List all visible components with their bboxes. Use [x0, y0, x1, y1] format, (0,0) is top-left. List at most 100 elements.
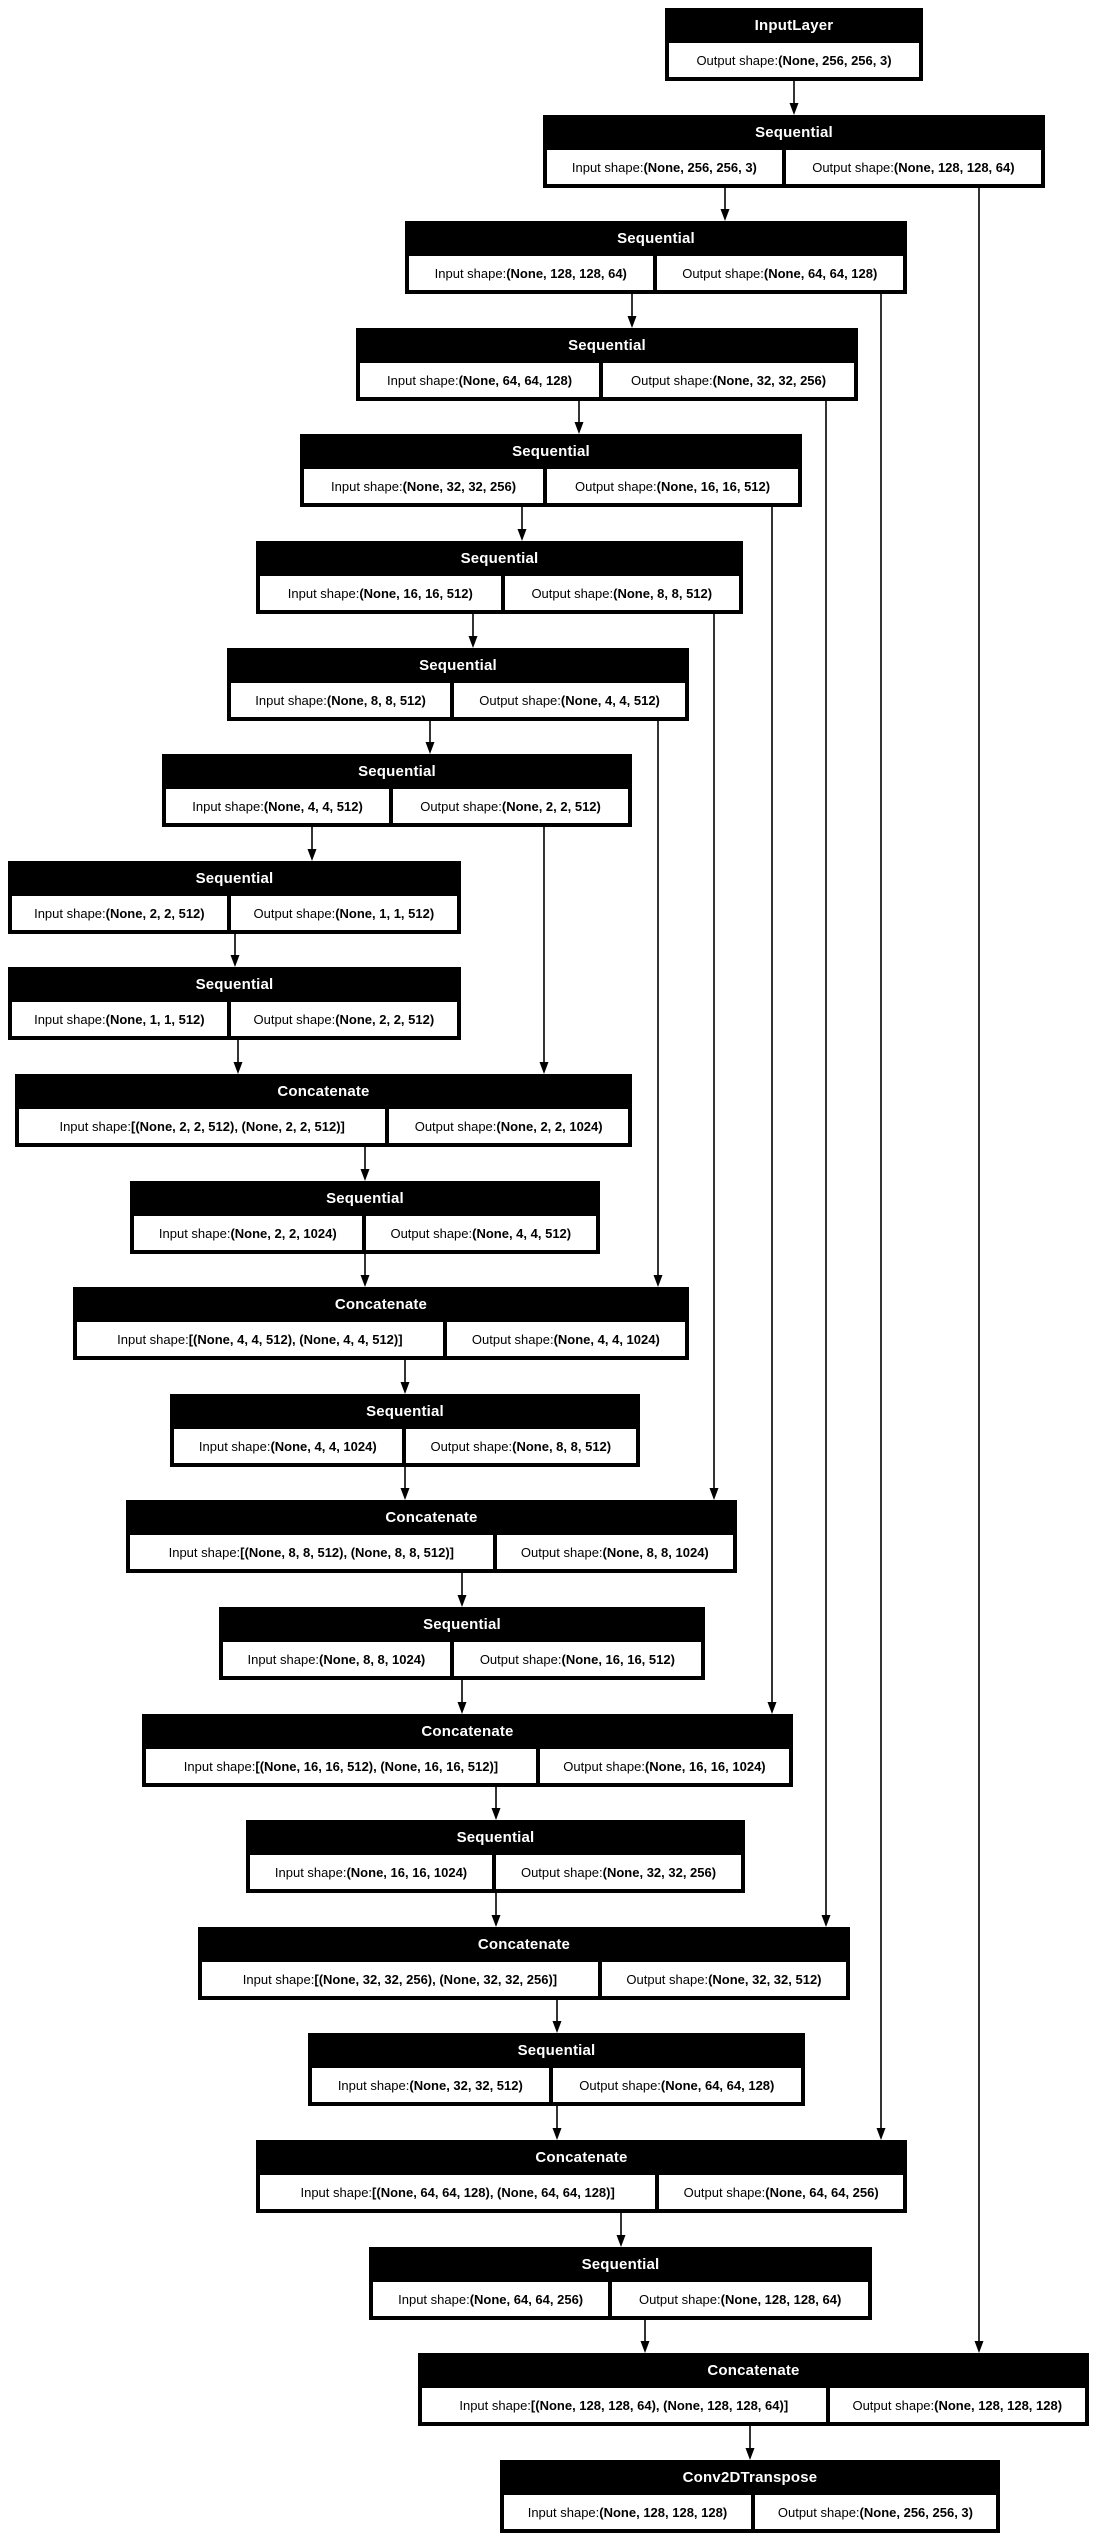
- layer-node-concatenate-16: Concatenate Input shape: [(None, 16, 16,…: [142, 1714, 793, 1787]
- shape-row: Input shape: (None, 64, 64, 128) Output …: [356, 363, 858, 401]
- output-shape-prefix: Output shape:: [520, 1864, 603, 1880]
- input-shape-value: (None, 4, 4, 1024): [270, 1438, 377, 1454]
- input-shape-value: (None, 16, 16, 1024): [346, 1864, 468, 1880]
- shape-row: Input shape: (None, 4, 4, 512) Output sh…: [162, 789, 632, 827]
- edge-arrowhead: [552, 2128, 562, 2140]
- output-shape-value: (None, 8, 8, 512): [512, 1438, 612, 1454]
- input-shape-prefix: Input shape:: [398, 2291, 470, 2307]
- input-shape-prefix: Input shape:: [168, 1544, 241, 1560]
- input-shape-prefix: Input shape:: [183, 1758, 256, 1774]
- shape-row: Input shape: [(None, 8, 8, 512), (None, …: [126, 1535, 737, 1573]
- layer-node-sequential-13: Sequential Input shape: (None, 4, 4, 102…: [170, 1394, 640, 1467]
- layer-type-label: Concatenate: [707, 2362, 800, 2379]
- edge-arrowhead: [491, 1808, 501, 1820]
- layer-node-sequential-21: Sequential Input shape: (None, 64, 64, 2…: [369, 2247, 872, 2320]
- output-shape-cell: Output shape: (None, 8, 8, 1024): [496, 1535, 733, 1569]
- input-shape-cell: Input shape: [(None, 8, 8, 512), (None, …: [130, 1535, 493, 1569]
- output-shape-value: (None, 8, 8, 512): [613, 585, 713, 601]
- edge-arrowhead: [627, 316, 637, 328]
- edge-arrowhead: [539, 1062, 549, 1074]
- layer-node-sequential-5: Sequential Input shape: (None, 16, 16, 5…: [256, 541, 743, 614]
- layer-type-label: Sequential: [568, 337, 646, 354]
- input-shape-value: (None, 8, 8, 1024): [319, 1651, 426, 1667]
- output-shape-prefix: Output shape:: [852, 2397, 935, 2413]
- output-shape-prefix: Output shape:: [479, 692, 561, 708]
- edge-arrowhead: [767, 1702, 777, 1714]
- layer-node-sequential-8: Sequential Input shape: (None, 2, 2, 512…: [8, 861, 461, 934]
- shape-row: Input shape: (None, 8, 8, 512) Output sh…: [227, 683, 689, 721]
- edge-arrowhead: [491, 1915, 501, 1927]
- input-shape-cell: Input shape: (None, 4, 4, 1024): [174, 1429, 402, 1463]
- input-shape-cell: Input shape: [(None, 4, 4, 512), (None, …: [77, 1322, 443, 1356]
- layer-type-label: Sequential: [366, 1403, 444, 1420]
- output-shape-prefix: Output shape:: [777, 2504, 860, 2520]
- shape-row: Input shape: [(None, 32, 32, 256), (None…: [198, 1962, 850, 2000]
- output-shape-value: (None, 2, 2, 512): [501, 798, 601, 814]
- layer-type-label: Concatenate: [421, 1723, 514, 1740]
- input-shape-cell: Input shape: [(None, 64, 64, 128), (None…: [260, 2175, 656, 2209]
- input-shape-value: [(None, 16, 16, 512), (None, 16, 16, 512…: [255, 1758, 499, 1774]
- edge-arrowhead: [616, 2235, 626, 2247]
- layer-type-label: Conv2DTranspose: [682, 2469, 818, 2486]
- input-shape-value: (None, 32, 32, 256): [402, 478, 517, 494]
- input-shape-value: [(None, 2, 2, 512), (None, 2, 2, 512)]: [131, 1118, 345, 1134]
- output-shape-cell: Output shape: (None, 8, 8, 512): [504, 576, 739, 610]
- output-shape-prefix: Output shape:: [682, 265, 764, 281]
- layer-node-sequential-17: Sequential Input shape: (None, 16, 16, 1…: [246, 1820, 745, 1893]
- layer-node-inputlayer-0: InputLayer Output shape: (None, 256, 256…: [665, 8, 923, 81]
- edge-arrowhead: [709, 1488, 719, 1500]
- shape-row: Input shape: (None, 2, 2, 512) Output sh…: [8, 896, 461, 934]
- layer-node-sequential-15: Sequential Input shape: (None, 8, 8, 102…: [219, 1607, 705, 1680]
- layer-node-concatenate-12: Concatenate Input shape: [(None, 4, 4, 5…: [73, 1287, 689, 1360]
- input-shape-value: [(None, 64, 64, 128), (None, 64, 64, 128…: [372, 2184, 615, 2200]
- layer-node-concatenate-20: Concatenate Input shape: [(None, 64, 64,…: [256, 2140, 907, 2213]
- edge-arrowhead: [574, 422, 584, 434]
- output-shape-prefix: Output shape:: [626, 1971, 709, 1987]
- input-shape-cell: Input shape: (None, 1, 1, 512): [12, 1002, 227, 1036]
- output-shape-prefix: Output shape:: [430, 1438, 513, 1454]
- input-shape-value: (None, 128, 128, 64): [506, 265, 627, 281]
- layer-node-sequential-2: Sequential Input shape: (None, 128, 128,…: [405, 221, 907, 294]
- output-shape-value: (None, 256, 256, 3): [859, 2504, 973, 2520]
- shape-row: Input shape: (None, 4, 4, 1024) Output s…: [170, 1429, 640, 1467]
- output-shape-value: (None, 8, 8, 1024): [602, 1544, 709, 1560]
- output-shape-value: (None, 4, 4, 512): [560, 692, 660, 708]
- input-shape-prefix: Input shape:: [34, 905, 106, 921]
- output-shape-prefix: Output shape:: [579, 2077, 661, 2093]
- edge-arrowhead: [307, 849, 317, 861]
- input-shape-prefix: Input shape:: [34, 1011, 106, 1027]
- output-shape-prefix: Output shape:: [471, 1331, 554, 1347]
- layer-node-sequential-9: Sequential Input shape: (None, 1, 1, 512…: [8, 967, 461, 1040]
- input-shape-cell: Input shape: (None, 4, 4, 512): [166, 789, 390, 823]
- input-shape-prefix: Input shape:: [158, 1225, 231, 1241]
- layer-type-label: Sequential: [517, 2042, 596, 2059]
- layer-type-label: Sequential: [755, 124, 833, 141]
- input-shape-cell: Input shape: (None, 8, 8, 1024): [223, 1642, 450, 1676]
- layer-node-conv2dtranspose-23: Conv2DTranspose Input shape: (None, 128,…: [500, 2460, 1000, 2533]
- input-shape-prefix: Input shape:: [198, 1438, 271, 1454]
- output-shape-cell: Output shape: (None, 32, 32, 256): [496, 1855, 742, 1889]
- input-shape-cell: Input shape: (None, 2, 2, 1024): [134, 1216, 362, 1250]
- output-shape-value: (None, 16, 16, 512): [656, 478, 771, 494]
- edge-arrowhead: [360, 1169, 370, 1181]
- input-shape-prefix: Input shape:: [274, 1864, 347, 1880]
- layer-type-label: Sequential: [460, 550, 539, 567]
- input-shape-prefix: Input shape:: [331, 478, 403, 494]
- shape-row: Input shape: [(None, 16, 16, 512), (None…: [142, 1749, 793, 1787]
- output-shape-cell: Output shape: (None, 64, 64, 128): [552, 2068, 801, 2102]
- shape-row: Input shape: (None, 64, 64, 256) Output …: [369, 2282, 872, 2320]
- shape-row: Input shape: [(None, 64, 64, 128), (None…: [256, 2175, 907, 2213]
- shape-row: Input shape: (None, 128, 128, 128) Outpu…: [500, 2495, 1000, 2533]
- shape-row: Input shape: (None, 128, 128, 64) Output…: [405, 256, 907, 294]
- input-shape-value: (None, 256, 256, 3): [643, 159, 757, 175]
- input-shape-value: (None, 8, 8, 512): [326, 692, 426, 708]
- input-shape-cell: Input shape: [(None, 32, 32, 256), (None…: [202, 1962, 598, 1996]
- layer-type-label: Concatenate: [334, 1296, 428, 1313]
- output-shape-value: (None, 32, 32, 256): [712, 372, 827, 388]
- shape-row: Input shape: (None, 32, 32, 256) Output …: [300, 469, 802, 507]
- output-shape-cell: Output shape: (None, 256, 256, 3): [669, 43, 919, 77]
- output-shape-prefix: Output shape:: [696, 52, 779, 68]
- output-shape-cell: Output shape: (None, 16, 16, 512): [547, 469, 798, 503]
- input-shape-prefix: Input shape:: [59, 1118, 132, 1134]
